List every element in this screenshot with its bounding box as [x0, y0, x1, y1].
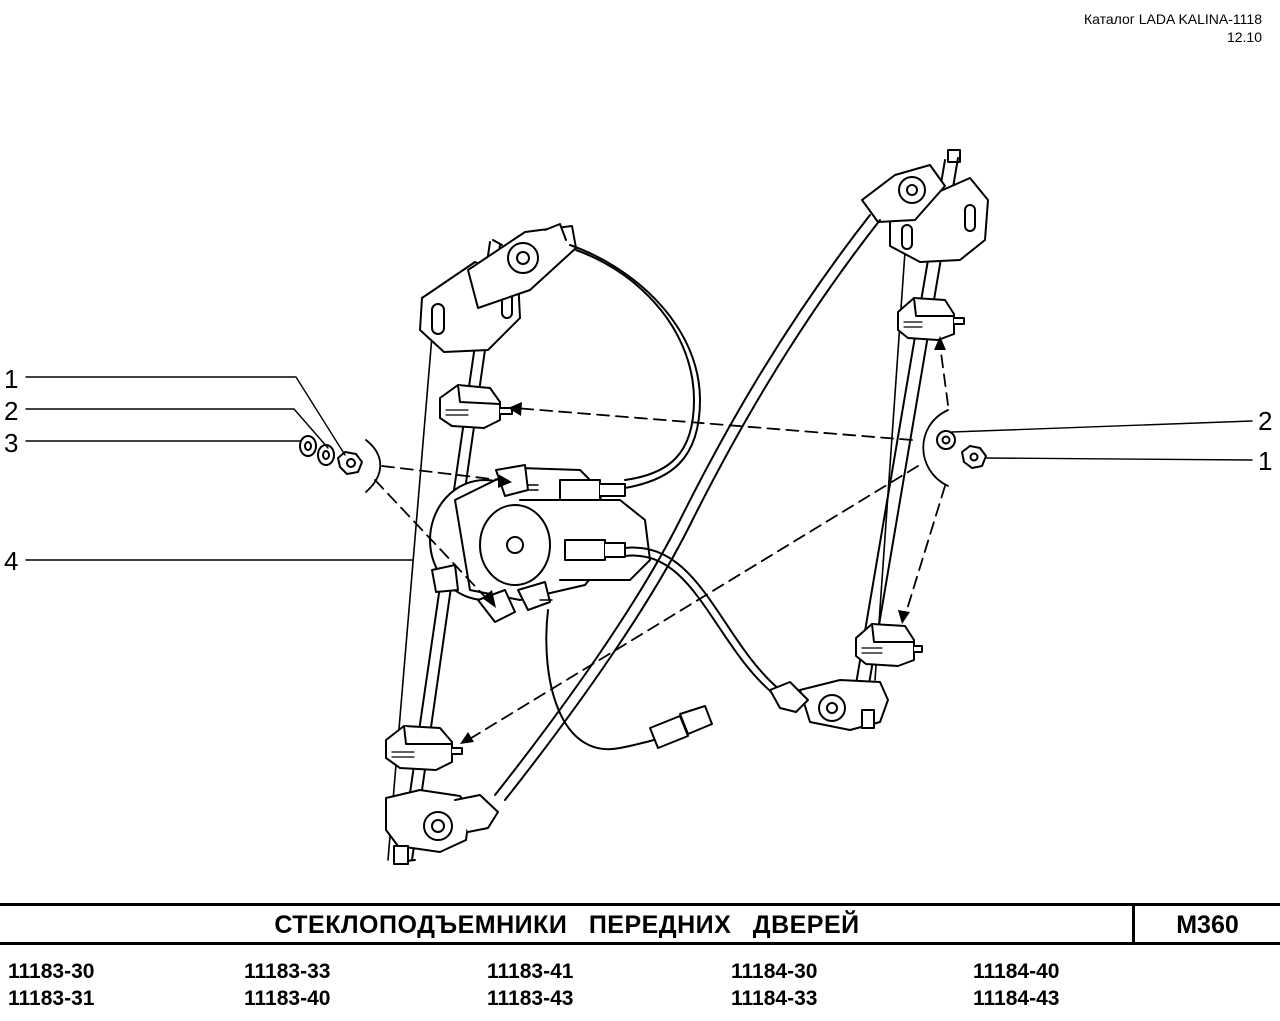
callout-left-2: 2: [4, 396, 19, 426]
right-fasteners: [936, 430, 987, 469]
left-fasteners: [299, 435, 363, 475]
model-codes: 11183-30 11183-31 11183-33 11183-40 1118…: [0, 958, 1280, 1018]
model-column: 11183-30 11183-31: [8, 958, 94, 1012]
model-code: 11184-33: [731, 987, 818, 1010]
page-title: СТЕКЛОПОДЪЕМНИКИ ПЕРЕДНИХ ДВЕРЕЙ: [274, 911, 860, 939]
model-column: 11184-30 11184-33: [731, 958, 817, 1012]
right-lower-bracket: [769, 679, 889, 731]
model-column: 11183-41 11183-43: [487, 958, 573, 1012]
right-lower-clamp: [855, 623, 923, 667]
fastener-group-arcs: [365, 409, 949, 493]
title-bar: СТЕКЛОПОДЪЕМНИКИ ПЕРЕДНИХ ДВЕРЕЙ М360: [0, 903, 1280, 945]
model-code: 11183-30: [8, 960, 95, 983]
model-code: 11183-41: [487, 960, 574, 983]
right-upper-plate: [861, 164, 989, 263]
model-code: 11183-33: [244, 960, 331, 983]
left-lower-bracket: [385, 789, 499, 865]
callout-left-1: 1: [4, 364, 19, 394]
assembly-leader-lines: [374, 344, 949, 741]
callout-leaders: [25, 376, 1253, 561]
model-code: 11184-30: [731, 960, 818, 983]
model-code: 11183-31: [8, 987, 95, 1010]
window-regulator-drawing: [25, 149, 1253, 865]
right-upper-clamp: [897, 297, 965, 341]
model-code: 11184-43: [973, 987, 1060, 1010]
callout-right-2: 2: [1258, 406, 1273, 436]
callout-left-4: 4: [4, 546, 19, 576]
callout-right-1: 1: [1258, 446, 1273, 476]
model-code: 11183-43: [487, 987, 574, 1010]
left-upper-clamp: [439, 384, 513, 429]
section-code: М360: [1176, 911, 1239, 939]
catalog-header: Каталог LADA KALINA-1118 12.10: [1084, 10, 1262, 46]
model-column: 11183-33 11183-40: [244, 958, 330, 1012]
model-code: 11184-40: [973, 960, 1060, 983]
catalog-name: Каталог LADA KALINA-1118: [1083, 11, 1262, 27]
title-divider: [1132, 906, 1135, 942]
model-column: 11184-40 11184-43: [973, 958, 1059, 1012]
callout-left-3: 3: [4, 428, 19, 458]
catalog-date: 12.10: [1226, 29, 1262, 45]
leader-arrowheads: [460, 336, 946, 744]
left-regulator-cables: [569, 244, 781, 697]
model-code: 11183-40: [244, 987, 331, 1010]
right-regulator-cables: [494, 214, 881, 801]
window-motor: [429, 464, 651, 623]
left-lower-clamp: [385, 725, 463, 771]
wire-harness: [545, 609, 713, 751]
left-upper-plate: [419, 223, 577, 353]
